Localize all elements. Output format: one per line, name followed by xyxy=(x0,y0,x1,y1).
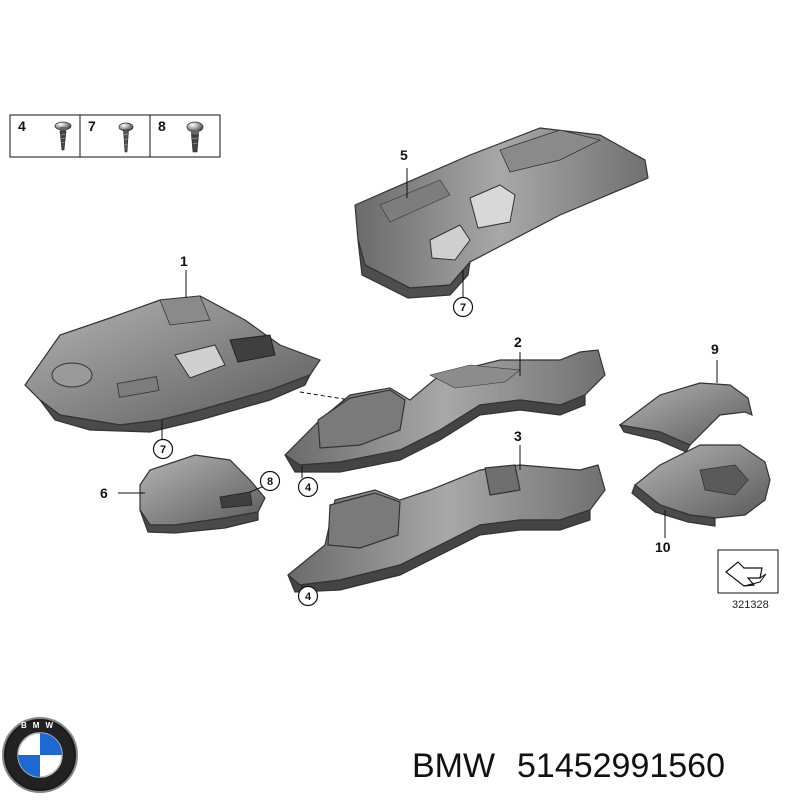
fastener-table-border xyxy=(9,114,221,158)
circled-ref-7: 7 xyxy=(160,444,166,456)
circled-ref-4: 4 xyxy=(305,482,312,494)
callout-6: 6 xyxy=(100,485,108,501)
dashed-alignment-line xyxy=(299,391,351,401)
part-1-floor-trim xyxy=(24,295,321,433)
fastener-number-8: 8 xyxy=(158,118,166,134)
footer-part-number: 51452991560 xyxy=(517,747,725,785)
circled-ref xyxy=(259,470,281,492)
arrow-icon-shadow xyxy=(743,573,767,587)
screw-icon xyxy=(118,122,134,153)
callout-9: 9 xyxy=(711,341,719,357)
callout-3: 3 xyxy=(514,428,522,444)
circled-ref-8: 8 xyxy=(267,476,273,488)
part-5-upper-trim xyxy=(354,127,649,299)
part-6-cover xyxy=(139,454,266,534)
part-9-shroud xyxy=(618,382,753,453)
bmw-logo: BMW xyxy=(2,717,78,793)
screw-icon xyxy=(186,121,204,153)
diagram-reference-box xyxy=(717,549,779,594)
callout-1: 1 xyxy=(180,253,188,269)
circled-ref xyxy=(452,296,474,318)
part-2-console xyxy=(284,349,606,473)
part-3-console xyxy=(287,464,606,593)
fastener-number-4: 4 xyxy=(18,118,26,134)
screw-icon xyxy=(54,121,72,151)
circled-ref xyxy=(152,438,174,460)
circled-ref xyxy=(297,585,319,607)
footer-brand: BMW xyxy=(412,747,495,785)
part-10-shroud xyxy=(631,444,771,527)
fastener-number-7: 7 xyxy=(88,118,96,134)
fastener-table: 4 7 8 xyxy=(9,114,221,158)
circled-ref-4: 4 xyxy=(305,591,312,603)
callout-5: 5 xyxy=(400,147,408,163)
svg-text:BMW: BMW xyxy=(21,721,59,730)
callout-10: 10 xyxy=(655,539,671,555)
circled-ref-7: 7 xyxy=(460,302,466,314)
leader-line xyxy=(249,486,263,493)
diagram-number: 321328 xyxy=(732,599,769,611)
circled-ref xyxy=(297,476,319,498)
callout-2: 2 xyxy=(514,334,522,350)
